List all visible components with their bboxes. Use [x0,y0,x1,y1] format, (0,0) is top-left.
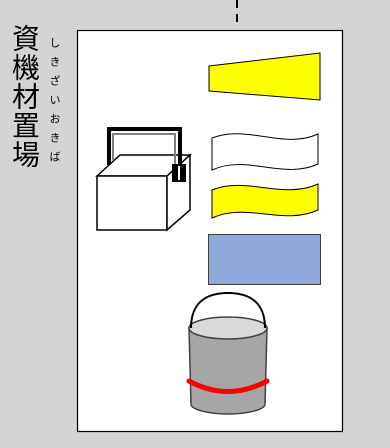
area-label-furigana: しきざいおきば [48,37,61,170]
white-banner-icon [211,133,319,171]
cooler-box-icon [95,127,192,232]
box-front-face [96,175,168,231]
box-handle [107,127,182,170]
box-handle-back [112,133,176,164]
bucket-icon [186,291,270,415]
area-label: 資機材置場 [8,24,41,169]
yellow-banner-icon [211,183,319,219]
bucket-handle [190,291,266,329]
bucket-rim [188,316,268,340]
bucket-body [188,327,268,415]
bucket-red-band [186,378,270,394]
blue-sheet-icon [208,234,321,285]
yellow-trapezoid-icon [208,52,321,101]
